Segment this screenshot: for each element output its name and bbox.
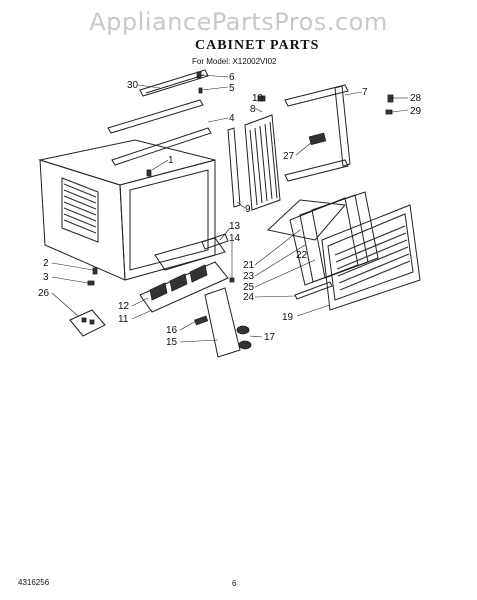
part-mount-bracket (69, 309, 106, 337)
part-screw-10 (257, 95, 266, 102)
part-top-rail (139, 69, 209, 97)
callout-24: 24 (243, 292, 255, 303)
part-bracket (308, 132, 327, 146)
part-control-plate (194, 287, 252, 358)
model-subtitle: For Model: X12002VI02 (192, 57, 277, 66)
part-vertical-trim (227, 127, 241, 208)
callout-5: 5 (229, 83, 235, 94)
callout-15: 15 (166, 337, 178, 348)
callout-30: 30 (127, 80, 139, 91)
callout-4: 4 (229, 113, 235, 124)
callout-10: 10 (252, 93, 264, 104)
part-front-panel (294, 204, 421, 311)
callout-27: 27 (283, 151, 295, 162)
callout-29: 29 (410, 106, 422, 117)
callout-labels: 30 6 5 10 8 4 7 28 29 1 27 9 13 14 2 3 2… (38, 72, 422, 348)
page-title: CABINET PARTS (195, 38, 320, 53)
callout-19: 19 (282, 312, 294, 323)
callout-8: 8 (250, 104, 256, 115)
part-screws-right (385, 94, 394, 115)
callout-22: 22 (296, 250, 308, 261)
callout-1: 1 (168, 155, 174, 166)
callout-25: 25 (243, 282, 255, 293)
part-rear-frame (284, 84, 351, 182)
part-filter-frame (244, 114, 281, 211)
callout-26: 26 (38, 288, 50, 299)
callout-7: 7 (362, 87, 368, 98)
part-side-rails (107, 99, 212, 166)
part-screws-left (87, 267, 98, 286)
watermark: AppliancePartsPros.com (89, 8, 388, 36)
part-filter-assembly (266, 191, 379, 286)
callout-13: 13 (229, 221, 241, 232)
callout-12: 12 (118, 301, 130, 312)
callout-16: 16 (166, 325, 178, 336)
page-number: 6 (232, 579, 237, 588)
callout-21: 21 (243, 260, 255, 271)
callout-9: 9 (245, 204, 251, 215)
part-control-panel (139, 237, 229, 313)
callout-28: 28 (410, 93, 422, 104)
callout-2: 2 (43, 258, 49, 269)
callout-6: 6 (229, 72, 235, 83)
leader-lines (51, 74, 409, 343)
part-screws-top (196, 71, 203, 94)
callout-11: 11 (118, 314, 129, 325)
callout-17: 17 (264, 332, 276, 343)
callout-23: 23 (243, 271, 255, 282)
callout-3: 3 (43, 272, 49, 283)
document-number: 4316256 (18, 578, 50, 587)
callout-14: 14 (229, 233, 241, 244)
part-cabinet-wrapper (38, 139, 216, 281)
